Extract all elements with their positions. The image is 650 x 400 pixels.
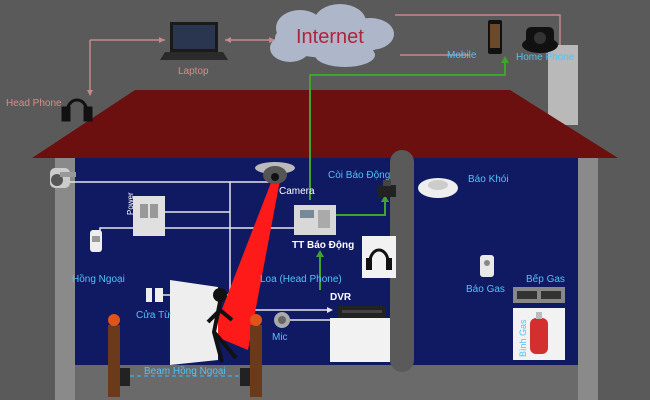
- mic-label: Mic: [272, 332, 288, 343]
- alarm-panel-label: TT Báo Động: [292, 240, 355, 251]
- gas-cylinder-label: Bình Gas: [518, 319, 528, 357]
- gas-cylinder-icon: [530, 312, 548, 354]
- gas-detector-label: Báo Gas: [466, 284, 505, 295]
- network-lines: [89, 14, 561, 95]
- chimney: [548, 45, 578, 125]
- beam-sensor-icon: [108, 314, 130, 397]
- dvr-label: DVR: [330, 292, 352, 303]
- pir-sensor-label: Hồng Ngoại: [72, 274, 125, 285]
- siren-label: Còi Báo Động: [328, 170, 391, 181]
- microphone-icon: [274, 312, 290, 328]
- internet-cloud: [270, 4, 394, 67]
- green-signal-lines: [309, 60, 506, 290]
- gas-detector-icon: [480, 255, 494, 277]
- laptop-label: Laptop: [178, 66, 209, 77]
- pir-sensor-icon: [90, 230, 102, 252]
- home-phone-label: Home Phone: [516, 52, 575, 63]
- siren-pole: [390, 150, 414, 372]
- house-left-wall: [55, 155, 75, 400]
- speaker-headphone-icon: [362, 236, 396, 278]
- house-roof: [32, 90, 618, 158]
- siren-icon: [378, 180, 396, 197]
- laptop-icon: [160, 22, 228, 60]
- door-sensor-icon: [146, 288, 163, 302]
- beam-sensor-icon: [240, 314, 262, 397]
- smoke-detector-icon: [418, 178, 458, 198]
- cctv-camera-icon: [50, 168, 76, 188]
- house-wall: [75, 155, 578, 365]
- smoke-detector-label: Báo Khói: [468, 174, 509, 185]
- internet-label: Internet: [296, 26, 364, 48]
- camera-label: Camera: [279, 186, 315, 197]
- mobile-label: Mobile: [447, 50, 477, 61]
- power-label: Power: [126, 192, 135, 215]
- gas-stove-label: Bếp Gas: [526, 274, 565, 285]
- camera-beam: [212, 180, 280, 350]
- headphone-icon: [61, 98, 93, 122]
- beam-label: Beam Hồng Ngoại: [144, 366, 226, 377]
- door-sensor-label: Cửa Từ: [136, 310, 171, 321]
- house-right-wall: [578, 155, 598, 400]
- dvr-cabinet: [330, 318, 390, 362]
- speaker-label: Loa (Head Phone): [260, 274, 342, 285]
- mobile-icon: [488, 20, 502, 54]
- gas-stove-icon: [513, 287, 565, 303]
- ground-strip: [75, 365, 578, 400]
- alarm-panel-icon: [294, 205, 336, 235]
- telephone-icon: [522, 27, 558, 53]
- door: [170, 280, 218, 365]
- power-switch-icon: [133, 196, 165, 236]
- dome-camera-icon: [255, 162, 295, 184]
- intruder-icon: [206, 288, 238, 363]
- head-phone-label: Head Phone: [6, 98, 62, 109]
